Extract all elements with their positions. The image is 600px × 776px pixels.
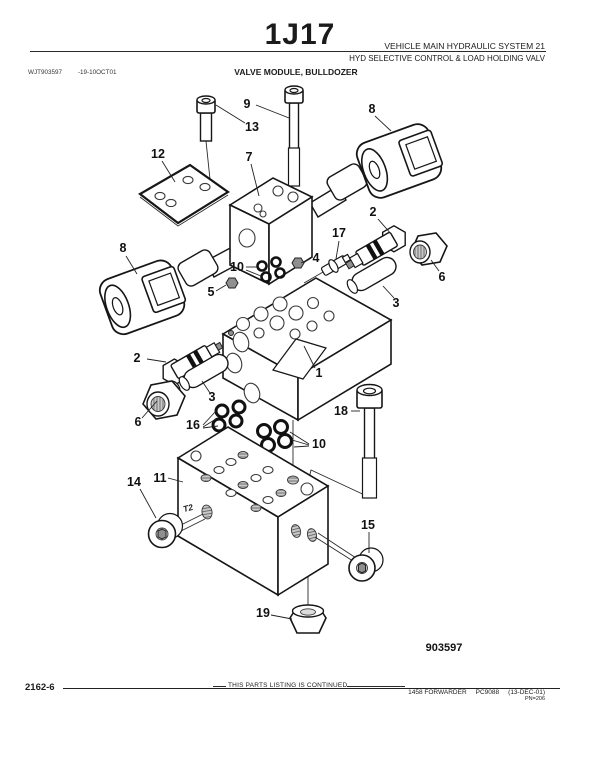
- callout-6: 6: [439, 270, 446, 284]
- callout-6: 6: [135, 415, 142, 429]
- part-6-plug-right: [409, 232, 448, 266]
- part-4-plug: [291, 257, 305, 269]
- part-8-solenoid-coil-left: [98, 259, 187, 336]
- callout-leader-10: [293, 445, 310, 448]
- callout-11: 11: [153, 471, 166, 485]
- part-13-cap-screw: [196, 95, 216, 142]
- callout-leader-2: [377, 218, 393, 236]
- part-14-plug: [147, 512, 184, 549]
- system-heading-line1: VEHICLE MAIN HYDRAULIC SYSTEM 21: [384, 41, 545, 51]
- part-6-plug-left: [142, 380, 186, 420]
- callout-leader-12: [161, 160, 176, 183]
- footer-catalog: PC9088: [475, 688, 500, 696]
- footer-dash-left: [213, 686, 226, 688]
- callout-leader-11: [167, 477, 184, 483]
- part-18-cap-screw: [356, 383, 383, 499]
- callout-leader-13: [215, 104, 246, 124]
- part-3-spring-left: [178, 353, 229, 391]
- callout-3: 3: [209, 390, 216, 404]
- part-1-valve-body: [221, 277, 393, 422]
- part-12-mounting-plate: [138, 163, 230, 227]
- callout-3: 3: [393, 296, 400, 310]
- callout-leader-10: [291, 439, 310, 446]
- callout-leader-1: [303, 345, 316, 369]
- part-9-cap-screw: [284, 85, 304, 187]
- callout-leader-3: [382, 285, 395, 299]
- callout-leader-16: [202, 410, 217, 426]
- port-marking-t2: T2: [182, 502, 194, 514]
- callout-leader-10: [289, 431, 310, 445]
- footer-continued-note: THIS PARTS LISTING IS CONTINUED: [228, 681, 348, 689]
- figure-title: VALVE MODULE, BULLDOZER: [234, 67, 358, 77]
- callout-leader-5: [215, 284, 227, 292]
- part-3-spring-right: [346, 256, 397, 294]
- footer-pn: PN=206: [524, 695, 545, 702]
- doc-revision: -19-10OCT01: [77, 69, 117, 76]
- callout-10: 10: [312, 437, 326, 451]
- system-heading-line2: HYD SELECTIVE CONTROL & LOAD HOLDING VAL…: [349, 54, 545, 63]
- callout-1: 1: [316, 366, 323, 380]
- callout-leader-8: [374, 115, 392, 132]
- callout-8: 8: [369, 102, 376, 116]
- callout-18: 18: [334, 404, 348, 418]
- callout-leader-4: [300, 258, 311, 264]
- footer-date: (13-DEC-01): [508, 688, 545, 696]
- callout-2: 2: [370, 205, 377, 219]
- part-15-plug: [348, 547, 384, 582]
- part-16-orings: [211, 399, 247, 433]
- callout-leader-6: [141, 400, 158, 419]
- figure-ref-number: 903597: [426, 642, 463, 654]
- footer-rule: [63, 687, 560, 690]
- callout-16: 16: [186, 418, 200, 432]
- callout-2: 2: [134, 351, 141, 365]
- callout-14: 14: [127, 475, 141, 489]
- part-10-orings-upper: [256, 256, 286, 283]
- coil-retaining-nut-left: [177, 249, 219, 287]
- part-19-hex-nut: [289, 604, 327, 634]
- callout-13: 13: [245, 120, 259, 134]
- callout-leader-19: [270, 614, 293, 620]
- callout-leader-6: [430, 259, 440, 272]
- document-reference: WJT903597 -19-10OCT01: [28, 69, 116, 76]
- callout-leader-3: [201, 380, 211, 394]
- part-2-cartridge-right: [344, 224, 406, 270]
- page-title: 1J17: [264, 18, 336, 51]
- doc-id: WJT903597: [28, 69, 62, 76]
- callout-5: 5: [208, 285, 215, 299]
- callout-leader-16: [202, 418, 217, 428]
- callout-17: 17: [332, 226, 346, 240]
- part-5-plug: [225, 277, 239, 289]
- nameplate: [272, 338, 327, 380]
- callout-leader-7: [250, 163, 260, 197]
- callout-15: 15: [361, 518, 375, 532]
- part-11-manifold-block: T2: [176, 426, 330, 597]
- callout-9: 9: [244, 97, 251, 111]
- callout-leader-16: [202, 425, 219, 429]
- footer-page-id: 2162-6: [25, 682, 55, 693]
- callout-leader-14: [139, 488, 157, 519]
- callout-leader-8: [125, 255, 138, 275]
- callout-8: 8: [120, 241, 127, 255]
- footer-dash-right: [347, 686, 405, 688]
- callout-12: 12: [151, 147, 165, 161]
- callout-leader-17: [335, 240, 340, 260]
- callout-leader-9: [255, 104, 290, 119]
- callout-7: 7: [246, 150, 253, 164]
- callout-leader-10: [245, 269, 262, 277]
- footer-catalog-info: 1458 FORWARDER PC9088 (13-DEC-01): [408, 689, 545, 696]
- part-8-solenoid-coil-right: [355, 123, 444, 199]
- callout-10: 10: [230, 260, 244, 274]
- footer-model: 1458 FORWARDER: [408, 688, 467, 696]
- callout-4: 4: [313, 251, 320, 265]
- callout-19: 19: [256, 606, 270, 620]
- part-17-poppet: [303, 253, 352, 284]
- callout-leader-2: [146, 358, 167, 363]
- header-rule: [30, 51, 546, 53]
